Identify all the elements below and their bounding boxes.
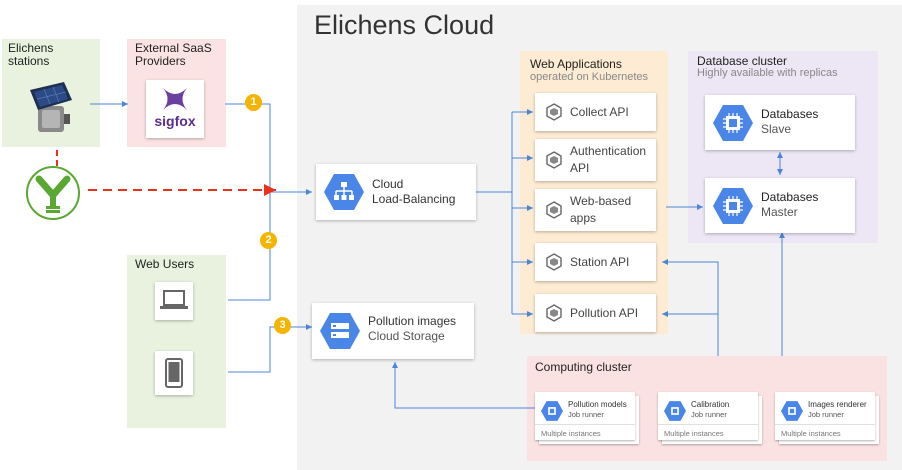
db-slave-card[interactable]: Databases Slave — [705, 95, 855, 150]
kubernetes-icon — [546, 151, 562, 169]
computing-label: Computing cluster — [535, 360, 632, 374]
tablet-card[interactable] — [155, 351, 193, 395]
app-card-authentication[interactable]: Authentication API — [535, 139, 656, 181]
app-label-authentication: Authentication API — [570, 144, 647, 175]
job-name: Calibration — [691, 400, 730, 409]
solar-station-icon — [30, 82, 72, 132]
app-card-collect[interactable]: Collect API — [535, 93, 656, 131]
job-divider — [658, 424, 758, 425]
db-slave-line2: Slave — [761, 122, 792, 136]
app-card-web-based[interactable]: Web-based apps — [535, 189, 656, 231]
load-balancing-icon — [324, 174, 364, 210]
job-instances: Multiple instances — [781, 429, 841, 438]
laptop-card[interactable] — [155, 282, 193, 320]
job-instances: Multiple instances — [664, 429, 724, 438]
db-slave-line1: Databases — [761, 107, 819, 121]
job-sub: Job runner — [691, 410, 727, 419]
job-card-calibration[interactable]: Calibration Job runner Multiple instance… — [658, 392, 766, 444]
cloud-storage-icon — [320, 313, 360, 349]
antenna-icon — [26, 166, 80, 220]
kubernetes-icon — [546, 201, 562, 219]
db-master-line2: Master — [761, 205, 798, 219]
web-users-label: Web Users — [135, 257, 195, 271]
kubernetes-icon — [546, 253, 562, 271]
job-sub: Job runner — [568, 410, 604, 419]
cloud-storage-card[interactable]: Pollution images Cloud Storage — [312, 303, 474, 359]
badge-1: 1 — [245, 94, 262, 111]
cloud-storage-line2: Cloud Storage — [368, 329, 445, 343]
app-label-station: Station API — [570, 255, 630, 269]
job-name: Pollution models — [568, 400, 627, 409]
sigfox-card[interactable]: sigfox — [146, 80, 204, 138]
job-divider — [775, 424, 875, 425]
job-card-pollution-models[interactable]: Pollution models Job runner Multiple ins… — [535, 392, 643, 444]
job-name: Images renderer — [808, 400, 867, 409]
load-balancing-line2: Load-Balancing — [372, 192, 456, 206]
load-balancing-line1: Cloud — [372, 177, 404, 191]
app-label-web-based: Web-based apps — [570, 194, 632, 225]
cloud-storage-text: Pollution images Cloud Storage — [368, 314, 456, 344]
tablet-icon — [165, 358, 183, 388]
kubernetes-icon — [546, 103, 562, 121]
job-divider — [535, 424, 635, 425]
sigfox-text: sigfox — [154, 113, 196, 129]
load-balancing-card[interactable]: Cloud Load-Balancing — [316, 164, 476, 220]
app-card-pollution[interactable]: Pollution API — [535, 294, 656, 332]
database-chip-icon — [664, 401, 686, 421]
badge-2: 2 — [260, 232, 277, 249]
db-master-line1: Databases — [761, 190, 819, 204]
job-sub: Job runner — [808, 410, 844, 419]
database-chip-icon — [713, 105, 753, 141]
saas-label: External SaaS Providers — [135, 41, 212, 68]
database-chip-icon — [713, 188, 753, 224]
stations-label: Elichens stations — [8, 41, 54, 68]
sigfox-logo — [163, 88, 187, 110]
job-card-images-renderer[interactable]: Images renderer Job runner Multiple inst… — [775, 392, 883, 444]
kubernetes-icon — [546, 304, 562, 322]
badge-3: 3 — [274, 317, 291, 334]
cloud-storage-line1: Pollution images — [368, 314, 457, 328]
cloud-title: Elichens Cloud — [314, 10, 495, 40]
app-card-station[interactable]: Station API — [535, 243, 656, 281]
web-apps-sublabel: operated on Kubernetes — [530, 71, 649, 83]
web-apps-label: Web Applications — [530, 57, 622, 71]
laptop-icon — [160, 290, 188, 309]
app-label-pollution: Pollution API — [570, 306, 639, 320]
app-label-collect: Collect API — [570, 105, 629, 119]
database-chip-icon — [781, 401, 803, 421]
db-slave-text: Databases Slave — [761, 107, 818, 137]
db-master-text: Databases Master — [761, 190, 818, 220]
db-master-card[interactable]: Databases Master — [705, 178, 855, 233]
job-instances: Multiple instances — [541, 429, 601, 438]
db-cluster-label: Database cluster — [697, 54, 788, 68]
database-chip-icon — [541, 401, 563, 421]
db-cluster-sublabel: Highly available with replicas — [697, 67, 838, 79]
load-balancing-text: Cloud Load-Balancing — [372, 177, 455, 207]
